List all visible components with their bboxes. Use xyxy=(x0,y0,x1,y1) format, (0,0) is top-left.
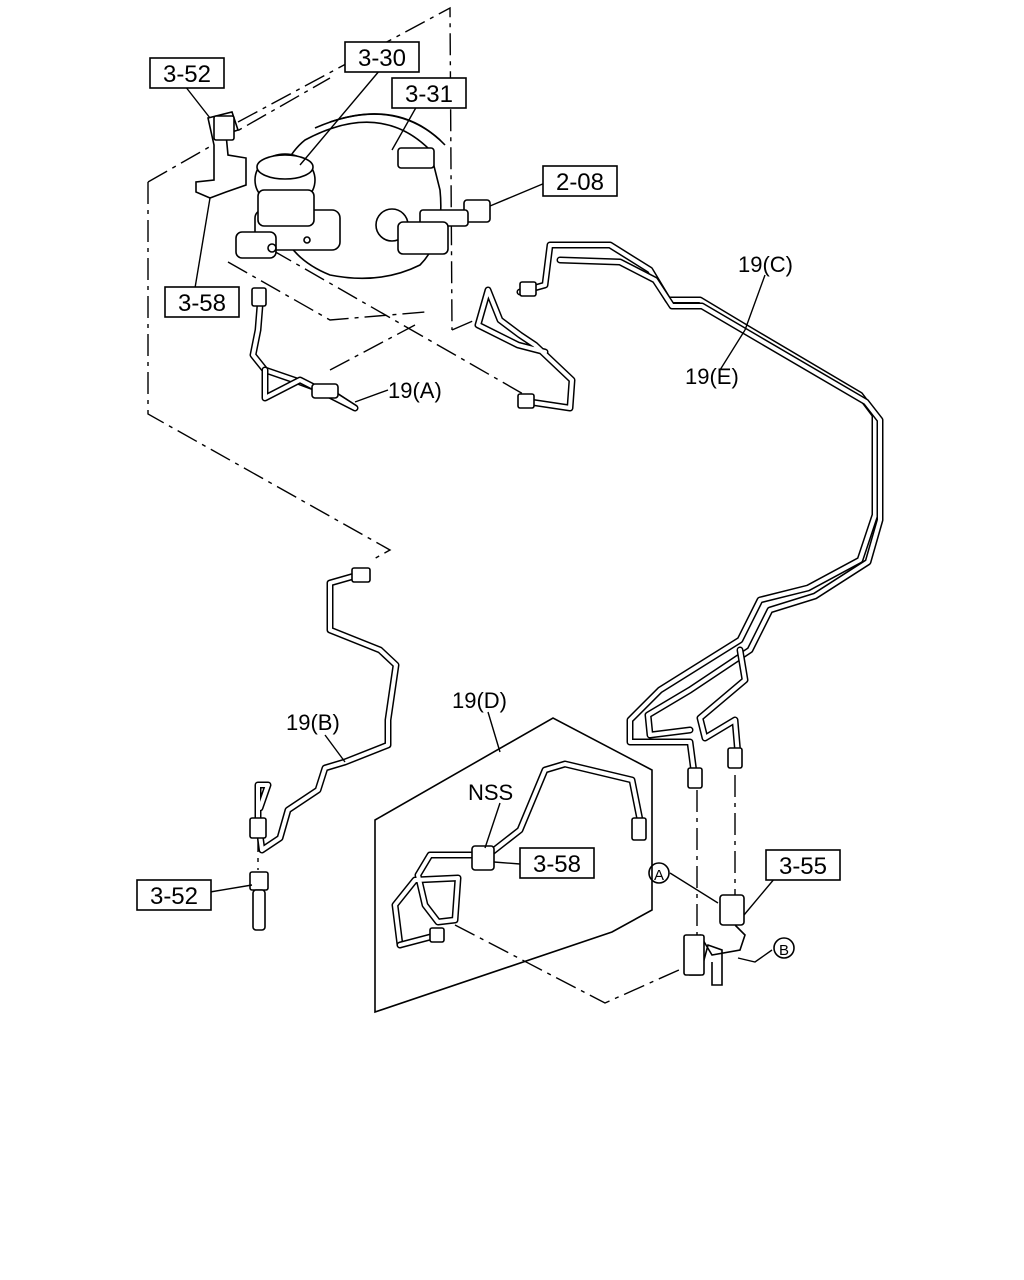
callout-3-52-bottom-label: 3-52 xyxy=(150,883,198,910)
master-cylinder-bracket xyxy=(195,111,247,199)
brake-pipe-upper-loop xyxy=(474,286,576,412)
callout-3-52-top: 3-52 xyxy=(149,57,225,89)
callout-3-52-top-label: 3-52 xyxy=(163,61,211,88)
label-19d: 19(D) xyxy=(452,688,507,713)
callout-3-30-label: 3-30 xyxy=(358,45,406,72)
callout-3-31-label: 3-31 xyxy=(405,81,453,108)
label-19b: 19(B) xyxy=(286,710,340,735)
ref-marker-a-label: A xyxy=(654,867,664,884)
callout-3-58-center: 3-58 xyxy=(519,847,595,879)
junction-block xyxy=(683,894,746,986)
pipe-clip xyxy=(471,845,495,871)
booster-mount-stud xyxy=(397,147,435,169)
callout-3-55-label: 3-55 xyxy=(779,853,827,880)
callout-3-31: 3-31 xyxy=(391,77,467,109)
label-19e: 19(E) xyxy=(685,364,739,389)
ref-marker-b-label: B xyxy=(779,942,789,959)
inset-panel xyxy=(374,717,653,1014)
bottom-left-connector xyxy=(249,871,269,891)
callout-2-08: 2-08 xyxy=(542,165,618,197)
ref-marker-a: A xyxy=(648,862,670,884)
callout-2-08-label: 2-08 xyxy=(556,169,604,196)
brake-booster-assembly xyxy=(235,113,491,280)
callout-3-58-left-label: 3-58 xyxy=(178,290,226,317)
reference-lines xyxy=(147,6,736,1004)
brake-pipe-19a xyxy=(249,287,359,412)
brake-pipe-19d xyxy=(391,760,647,949)
label-19a: 19(A) xyxy=(388,378,442,403)
ref-marker-b: B xyxy=(773,937,795,959)
brake-pipe-19c-19e xyxy=(516,241,884,789)
leader-lines xyxy=(184,69,776,963)
callout-3-52-bottom: 3-52 xyxy=(136,879,212,911)
callout-3-58-left: 3-58 xyxy=(164,286,240,318)
brake-pipe-19b xyxy=(249,567,400,931)
label-19c: 19(C) xyxy=(738,252,793,277)
callout-3-55: 3-55 xyxy=(765,849,841,881)
callout-3-30: 3-30 xyxy=(344,41,420,73)
label-nss: NSS xyxy=(468,780,513,805)
callout-3-58-center-label: 3-58 xyxy=(533,851,581,878)
